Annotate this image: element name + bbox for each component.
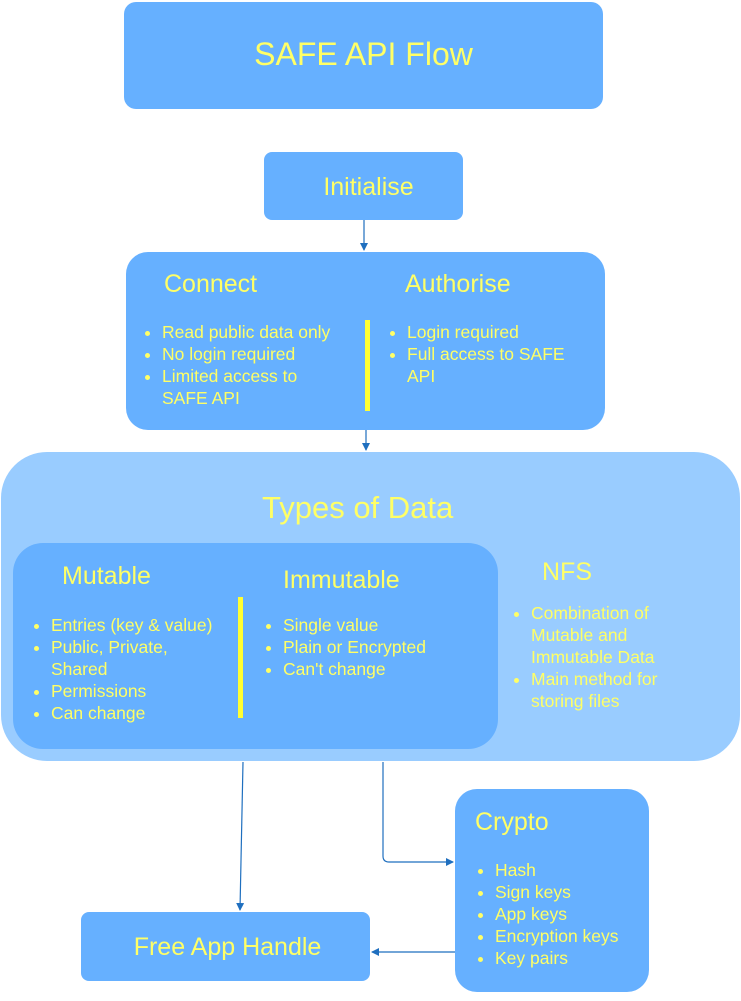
mutable-item: Can change bbox=[51, 702, 256, 724]
authorise-item: Full access to SAFE API bbox=[407, 343, 582, 387]
crypto-item: Encryption keys bbox=[495, 925, 665, 947]
immutable-item: Can't change bbox=[283, 658, 503, 680]
free-app-handle-box bbox=[81, 912, 370, 981]
immutable-title: Immutable bbox=[283, 566, 400, 594]
crypto-item: Hash bbox=[495, 859, 665, 881]
connect-item: Limited access to SAFE API bbox=[162, 365, 332, 409]
connect-list: Read public data only No login required … bbox=[143, 321, 372, 409]
initialise-label: Initialise bbox=[323, 173, 414, 201]
crypto-list: Hash Sign keys App keys Encryption keys … bbox=[476, 859, 665, 969]
mutable-immutable-box bbox=[13, 543, 498, 749]
diagram-title: SAFE API Flow bbox=[254, 36, 473, 72]
crypto-item: App keys bbox=[495, 903, 665, 925]
connect-title: Connect bbox=[164, 270, 258, 298]
authorise-item: Login required bbox=[407, 321, 607, 343]
immutable-item: Plain or Encrypted bbox=[283, 636, 503, 658]
mutable-list: Entries (key & value) Public, Private, S… bbox=[32, 614, 256, 724]
nfs-item: Combination of Mutable and Immutable Dat… bbox=[531, 602, 706, 668]
arrow-types-to-free-app-handle bbox=[236, 761, 245, 911]
arrow-types-to-crypto bbox=[382, 762, 454, 866]
mutable-title: Mutable bbox=[62, 562, 151, 590]
nfs-list: Combination of Mutable and Immutable Dat… bbox=[512, 602, 706, 712]
connect-authorise-divider bbox=[365, 320, 370, 411]
nfs-title: NFS bbox=[542, 558, 592, 586]
immutable-list: Single value Plain or Encrypted Can't ch… bbox=[264, 614, 503, 680]
mutable-item: Public, Private, Shared bbox=[51, 636, 191, 680]
crypto-item: Key pairs bbox=[495, 947, 665, 969]
title-box bbox=[124, 2, 603, 109]
connect-item: Read public data only bbox=[162, 321, 372, 343]
authorise-list: Login required Full access to SAFE API bbox=[388, 321, 607, 387]
connect-item: No login required bbox=[162, 343, 372, 365]
free-app-handle-label: Free App Handle bbox=[133, 933, 322, 961]
crypto-item: Sign keys bbox=[495, 881, 665, 903]
mutable-item: Entries (key & value) bbox=[51, 614, 256, 636]
initialise-box bbox=[264, 152, 463, 220]
mutable-immutable-divider bbox=[238, 597, 243, 718]
authorise-title: Authorise bbox=[405, 270, 511, 298]
immutable-item: Single value bbox=[283, 614, 503, 636]
nfs-item: Main method for storing files bbox=[531, 668, 706, 712]
mutable-item: Permissions bbox=[51, 680, 256, 702]
crypto-box bbox=[455, 789, 649, 992]
types-of-data-title: Types of Data bbox=[262, 490, 454, 525]
crypto-title: Crypto bbox=[475, 808, 549, 836]
